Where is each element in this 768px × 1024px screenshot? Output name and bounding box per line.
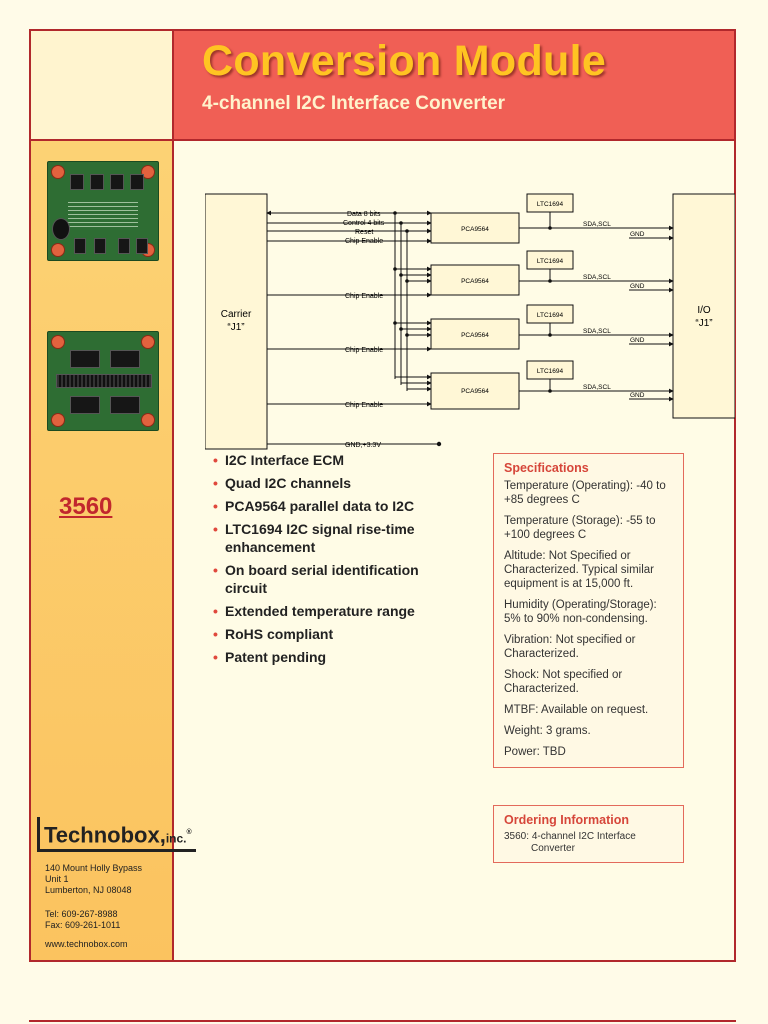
ordering-box: Ordering Information 3560: 4-channel I2C…	[493, 805, 684, 863]
channel-3: PCA9564 LTC1694 SDA,SCL GND	[430, 304, 674, 350]
specifications-box: Specifications Temperature (Operating): …	[493, 453, 684, 768]
company-phone: Tel: 609-267-8988 Fax: 609-261-1011	[45, 909, 121, 930]
carrier-label: Carrier	[221, 309, 252, 320]
io-label: I/O	[697, 305, 711, 316]
sidebar-top-panel	[31, 31, 172, 141]
ordering-heading: Ordering Information	[504, 813, 629, 827]
gnd-label-4: GND	[630, 392, 645, 399]
bus-label-reset: Reset	[355, 229, 373, 236]
power-label: GND,+3.3V	[345, 442, 381, 449]
bus-label-chip-enable-3: Chip Enable	[345, 347, 383, 354]
ltc-chip-1: LTC1694	[537, 201, 564, 208]
feature-item: Extended temperature range	[213, 602, 453, 620]
sda-label-2: SDA,SCL	[583, 274, 611, 281]
page-frame: 3560 Technobox,inc.® 140 Mount Holly Byp…	[29, 29, 736, 962]
spec-item: Temperature (Operating): -40 to +85 degr…	[504, 480, 666, 506]
channel-1: PCA9564 LTC1694 SDA,SCL GND	[430, 193, 674, 244]
spec-item: Weight: 3 grams.	[504, 725, 591, 737]
spec-item: Power: TBD	[504, 746, 566, 758]
company-address: 140 Mount Holly Bypass Unit 1 Lumberton,…	[45, 863, 143, 895]
bus-label-chip-enable-2: Chip Enable	[345, 293, 383, 300]
sidebar: 3560 Technobox,inc.® 140 Mount Holly Byp…	[31, 31, 196, 960]
ltc-chip-3: LTC1694	[537, 312, 564, 319]
technobox-logo: Technobox,inc.®	[37, 817, 196, 852]
feature-item: LTC1694 I2C signal rise-time enhancement	[213, 520, 453, 556]
page-title: Conversion Module	[202, 37, 607, 85]
carrier-label-j1: “J1”	[227, 322, 244, 333]
part-number-link[interactable]: 3560	[59, 493, 113, 520]
channel-2: PCA9564 LTC1694 SDA,SCL GND	[430, 250, 674, 296]
feature-item: On board serial identification circuit	[213, 561, 453, 597]
pca-chip-2: PCA9564	[461, 278, 489, 285]
company-website[interactable]: www.technobox.com	[45, 939, 128, 949]
page-subtitle: 4-channel I2C Interface Converter	[202, 93, 506, 114]
spec-item: Shock: Not specified or Characterized.	[504, 669, 623, 695]
sda-label-3: SDA,SCL	[583, 328, 611, 335]
ordering-item: 3560: 4-channel I2C Interface Converter	[504, 831, 636, 854]
pca-chip-4: PCA9564	[461, 388, 489, 395]
gnd-label-3: GND	[630, 337, 645, 344]
header: Conversion Module 4-channel I2C Interfac…	[174, 31, 734, 141]
spec-item: Temperature (Storage): -55 to +100 degre…	[504, 515, 656, 541]
gnd-label-2: GND	[630, 283, 645, 290]
bus-label-control: Control 4 bits	[343, 220, 385, 227]
spec-item: Altitude: Not Specified or Characterized…	[504, 550, 654, 590]
sda-label-1: SDA,SCL	[583, 221, 611, 228]
feature-item: PCA9564 parallel data to I2C	[213, 497, 453, 515]
board-photo-top	[47, 161, 159, 261]
feature-item: I2C Interface ECM	[213, 451, 453, 469]
bus-label-chip-enable: Chip Enable	[345, 238, 383, 245]
board-photo-bottom	[47, 331, 159, 431]
spec-item: Vibration: Not specified or Characterize…	[504, 634, 636, 660]
feature-item: Patent pending	[213, 648, 453, 666]
feature-item: RoHS compliant	[213, 625, 453, 643]
block-diagram: Carrier “J1” I/O “J1”	[205, 193, 735, 450]
sda-label-4: SDA,SCL	[583, 384, 611, 391]
io-block	[672, 193, 735, 419]
gnd-label-1: GND	[630, 231, 645, 238]
specifications-heading: Specifications	[504, 461, 589, 475]
ltc-chip-4: LTC1694	[537, 368, 564, 375]
carrier-block	[205, 193, 268, 450]
spec-item: MTBF: Available on request.	[504, 704, 649, 716]
ltc-chip-2: LTC1694	[537, 258, 564, 265]
bus-label-chip-enable-4: Chip Enable	[345, 402, 383, 409]
feature-item: Quad I2C channels	[213, 474, 453, 492]
pca-chip-3: PCA9564	[461, 332, 489, 339]
feature-list: I2C Interface ECM Quad I2C channels PCA9…	[213, 451, 453, 671]
bus-label-data: Data 8 bits	[347, 211, 381, 218]
footer-rule	[29, 1020, 736, 1022]
spec-item: Humidity (Operating/Storage): 5% to 90% …	[504, 599, 657, 625]
io-label-j1: “J1”	[695, 318, 712, 329]
pca-chip-1: PCA9564	[461, 226, 489, 233]
channel-4: PCA9564 LTC1694 SDA,SCL GND	[430, 360, 674, 410]
